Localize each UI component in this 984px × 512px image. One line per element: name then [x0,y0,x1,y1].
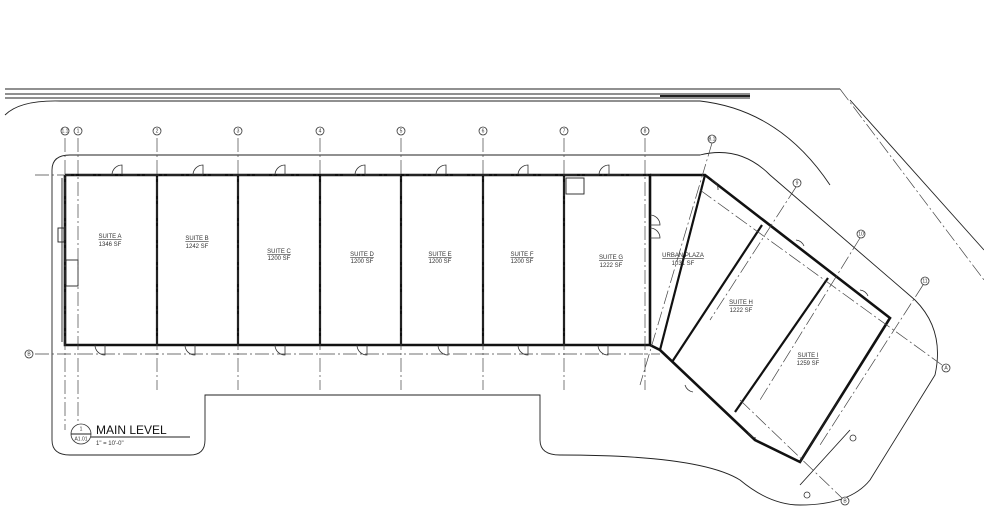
grid-lines [35,138,943,499]
sheet-ref: A1.01 [74,436,87,442]
grid-bubble-A: A [941,363,951,373]
svg-text:8.1: 8.1 [709,136,716,142]
drawing-title-block: 1 A1.01 MAIN LEVEL 1" = 10'-0" [70,423,190,447]
svg-text:SUITE B: SUITE B [185,236,208,242]
suite-h-label: SUITE H 1222 SF [729,300,753,314]
suite-f-label: SUITE F 1200 SF [510,252,533,265]
site-fixtures [799,429,857,499]
grid-bubble-9: 9 [792,178,802,188]
suite-e-label: SUITE E 1200 SF [428,252,451,265]
drawing-scale: 1" = 10'-0" [96,441,124,447]
suite-a-label: SUITE A 1346 SF [98,234,121,248]
svg-text:SUITE A: SUITE A [98,234,121,240]
svg-text:SUITE H: SUITE H [729,300,753,306]
site-road-lines [4,88,984,281]
svg-text:10: 10 [858,231,864,237]
building-angled-wing [649,173,892,464]
svg-text:1031 SF: 1031 SF [672,261,695,267]
grid-bubble-1-1: 1.1 [60,126,70,136]
grid-bubble-5: 5 [396,126,406,136]
grid-bubbles: 1.1 1 2 3 4 5 6 7 [24,126,951,506]
svg-text:1222 SF: 1222 SF [730,308,753,314]
grid-bubble-2: 2 [152,126,162,136]
svg-text:B: B [27,351,31,357]
svg-text:1242 SF: 1242 SF [186,244,209,250]
svg-text:1: 1 [77,128,80,134]
svg-text:1346 SF: 1346 SF [99,242,122,248]
grid-bubble-4: 4 [315,126,325,136]
svg-text:SUITE D: SUITE D [350,252,374,258]
grid-bubble-6: 6 [478,126,488,136]
svg-text:SUITE E: SUITE E [428,252,451,258]
site-boundary [51,152,938,506]
svg-text:11: 11 [922,278,927,284]
svg-text:1200 SF: 1200 SF [268,256,291,262]
suite-d-label: SUITE D 1200 SF [350,252,374,265]
grid-bubble-7: 7 [559,126,569,136]
door-swings [94,164,869,439]
svg-text:1222 SF: 1222 SF [600,263,623,269]
svg-text:1200 SF: 1200 SF [351,259,374,265]
suite-i-label: SUITE I 1259 SF [797,353,820,367]
sheet-number: 1 [80,426,83,432]
svg-text:8: 8 [644,128,647,134]
svg-text:B: B [843,498,847,504]
svg-text:6: 6 [482,128,485,134]
svg-text:3: 3 [237,128,240,134]
svg-text:SUITE C: SUITE C [267,249,291,255]
grid-bubble-10: 10 [856,229,866,239]
svg-text:9: 9 [796,180,799,186]
svg-text:4: 4 [319,128,322,134]
svg-text:1259 SF: 1259 SF [797,361,820,367]
drawing-title: MAIN LEVEL [96,423,167,437]
grid-bubble-B-left: B [24,349,34,359]
svg-text:SUITE G: SUITE G [599,255,623,261]
grid-bubble-3: 3 [233,126,243,136]
svg-text:1.1: 1.1 [62,128,69,134]
svg-text:URBAN PLAZA: URBAN PLAZA [662,253,704,259]
grid-bubble-1: 1 [73,126,83,136]
svg-text:5: 5 [400,128,403,134]
grid-bubble-11: 11 [920,276,930,286]
svg-text:A: A [944,365,948,371]
suite-c-label: SUITE C 1200 SF [267,249,291,262]
svg-text:7: 7 [563,128,566,134]
svg-text:1200 SF: 1200 SF [511,259,534,265]
svg-text:SUITE F: SUITE F [510,252,533,258]
suite-b-label: SUITE B 1242 SF [185,236,208,250]
suite-g-label: SUITE G 1222 SF [599,255,623,269]
svg-text:2: 2 [156,128,159,134]
grid-bubble-B-bottom: B [840,496,850,506]
suite-labels: SUITE A 1346 SF SUITE B 1242 SF SUITE C … [98,234,819,367]
grid-bubble-8: 8 [640,126,650,136]
grid-bubble-8-1: 8.1 [707,134,717,144]
svg-text:1200 SF: 1200 SF [429,259,452,265]
urban-plaza-label: URBAN PLAZA 1031 SF [662,253,704,267]
svg-text:SUITE I: SUITE I [797,353,818,359]
